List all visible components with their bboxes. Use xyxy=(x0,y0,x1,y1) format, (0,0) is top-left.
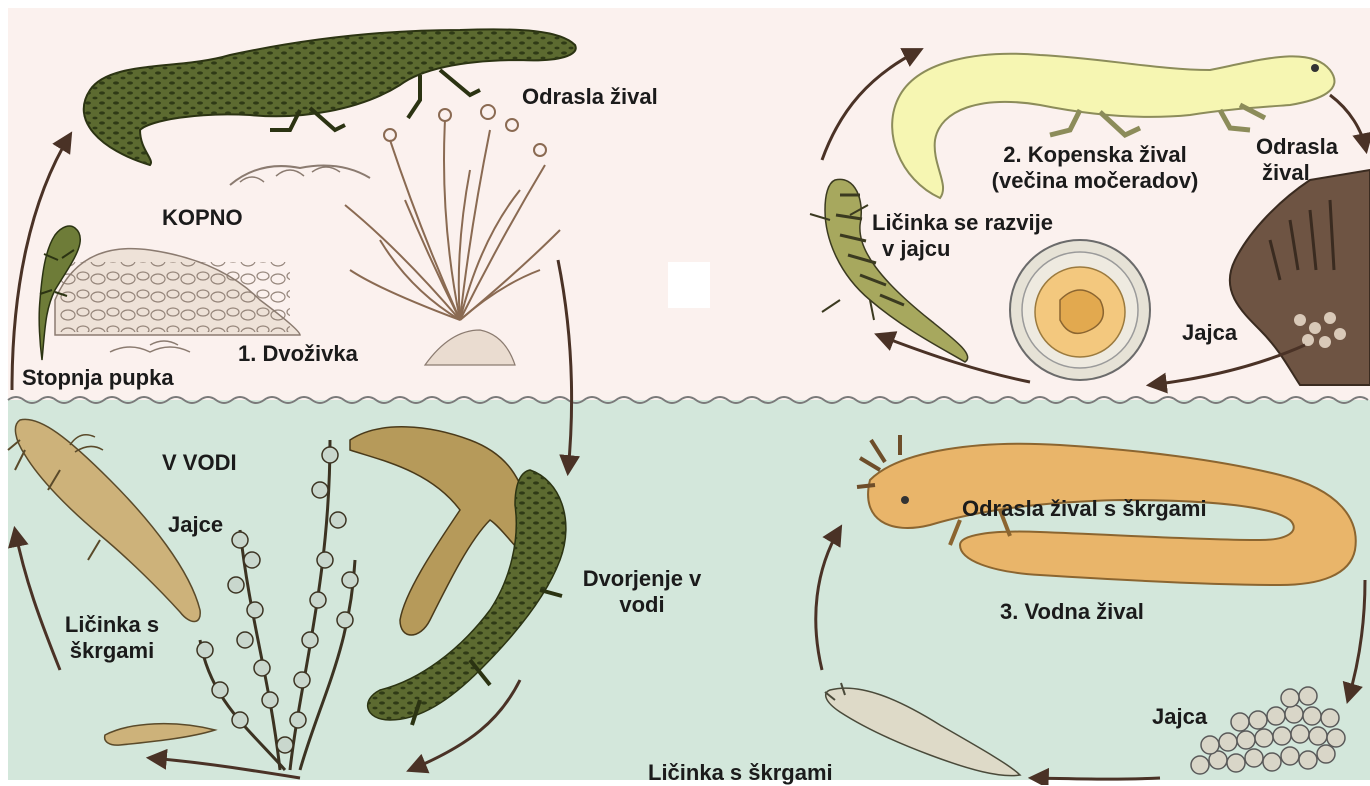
label-amphibian: 1. Dvoživka xyxy=(238,341,358,367)
label-adult-animal: Odrasla žival xyxy=(522,84,658,110)
arrow-a-eggs-to-larva xyxy=(1032,778,1160,779)
label-courtship-line2: vodi xyxy=(619,592,664,617)
label-larva-in-egg: Ličinka se razvije v jajcu xyxy=(872,210,1053,262)
blank-patch xyxy=(668,262,710,308)
label-eggs-aquatic: Jajca xyxy=(1152,704,1207,730)
label-land: KOPNO xyxy=(162,205,243,231)
label-courtship-line1: Dvorjenje v xyxy=(583,566,702,591)
label-larva-in-egg-line1: Ličinka se razvije xyxy=(872,210,1053,235)
label-larva-with-gills: Ličinka s škrgami xyxy=(52,612,172,664)
label-adult-with-gills: Odrasla žival s škrgami xyxy=(962,496,1207,522)
label-courtship: Dvorjenje v vodi xyxy=(572,566,712,618)
label-terrestrial-line1: 2. Kopenska žival xyxy=(1003,142,1186,167)
label-adult-terrestrial: Odrasla žival xyxy=(1256,134,1338,186)
label-larva-with-gills-bottom: Ličinka s škrgami xyxy=(648,760,833,786)
label-adult-terrestrial-line1: Odrasla xyxy=(1256,134,1338,159)
label-eggs-terrestrial: Jajca xyxy=(1182,320,1237,346)
label-in-water: V VODI xyxy=(162,450,237,476)
label-terrestrial-animal: 2. Kopenska žival (večina močeradov) xyxy=(950,142,1240,194)
label-bud-stage: Stopnja pupka xyxy=(22,365,174,391)
label-adult-terrestrial-line2: žival xyxy=(1256,160,1310,185)
label-aquatic-animal: 3. Vodna žival xyxy=(1000,599,1144,625)
label-terrestrial-line2: (večina močeradov) xyxy=(992,168,1199,193)
label-larva-with-gills-line2: škrgami xyxy=(70,638,154,663)
label-larva-with-gills-line1: Ličinka s xyxy=(65,612,159,637)
label-egg: Jajce xyxy=(168,512,223,538)
label-larva-in-egg-line2: v jajcu xyxy=(872,236,950,261)
